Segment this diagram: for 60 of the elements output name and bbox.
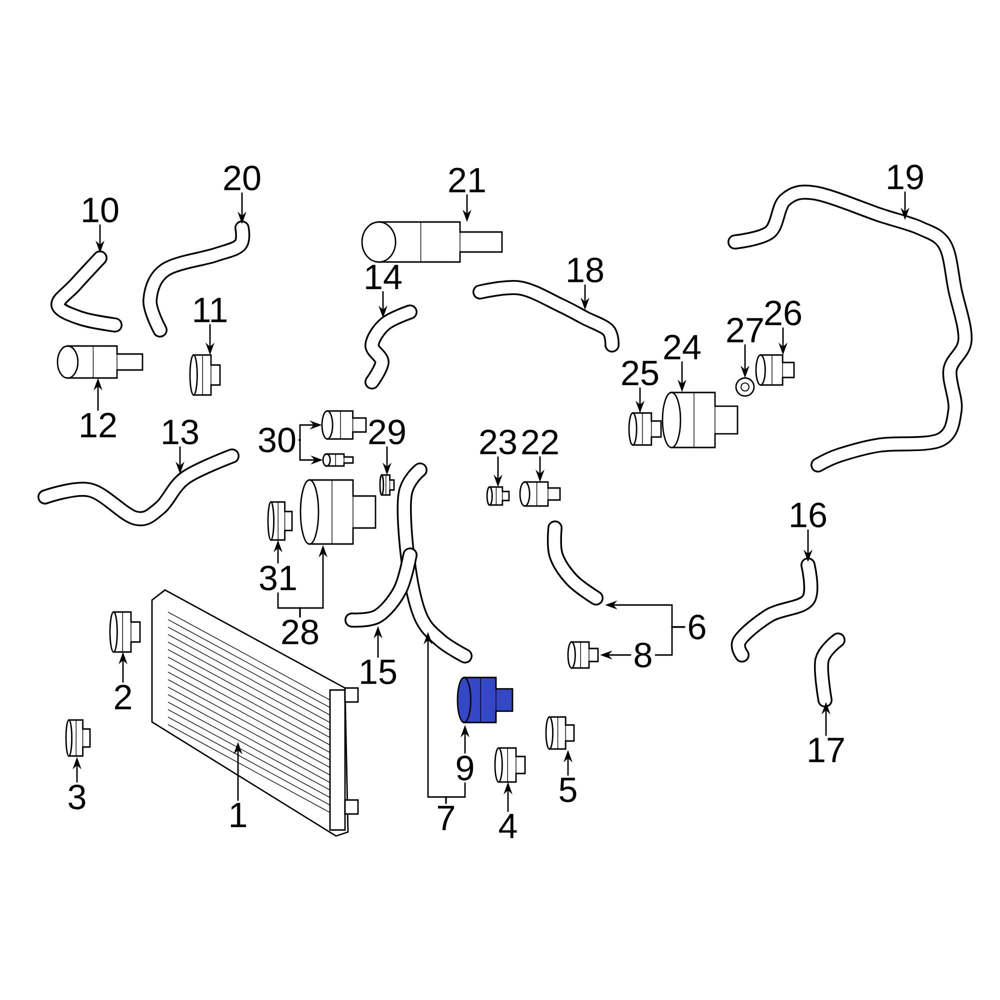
part-drawing [109, 611, 141, 653]
callout-number: 14 [366, 264, 402, 290]
part-drawing [567, 641, 599, 669]
callout-number: 15 [361, 660, 396, 684]
callout-number: 21 [449, 168, 485, 192]
hose-drawing [814, 632, 846, 708]
callout-number: 22 [522, 430, 558, 454]
part-drawing [267, 501, 293, 541]
part-drawing [545, 716, 575, 750]
part-drawing [300, 479, 376, 545]
part-drawing [321, 410, 367, 440]
callout-number: 28 [282, 620, 318, 644]
callout-number: 20 [224, 166, 260, 190]
part-drawing [456, 676, 514, 724]
radiator-drawing [151, 589, 359, 837]
callout-number: 29 [369, 420, 405, 444]
hose-drawing [142, 220, 250, 338]
part-drawing [486, 486, 510, 506]
leader-line [445, 782, 466, 804]
callout-number: 3 [68, 784, 86, 810]
callout-number: 10 [83, 198, 118, 222]
leader-line [277, 592, 301, 618]
callout-number: 5 [560, 778, 576, 802]
callout-number: 8 [634, 642, 652, 668]
callout-number: 2 [115, 684, 131, 710]
callout-number: 13 [163, 420, 198, 444]
hose-drawing [730, 558, 818, 662]
part-drawing [322, 453, 354, 467]
callout-number: 1 [230, 802, 246, 828]
hose-drawing [50, 250, 122, 332]
part-drawing [65, 719, 91, 757]
leader-line [654, 626, 686, 656]
callout-number: 18 [568, 258, 604, 282]
part-drawing [361, 221, 503, 263]
callout-number: 30 [258, 428, 296, 452]
part-drawing [56, 345, 144, 379]
callout-number: 9 [456, 756, 474, 780]
part-drawing [519, 481, 561, 507]
callout-number: 31 [260, 566, 296, 590]
hose-drawing [344, 548, 418, 628]
callout-number: 4 [499, 814, 517, 838]
callout-number: 24 [664, 334, 701, 360]
hose-drawing [364, 304, 418, 390]
part-drawing [628, 412, 662, 446]
callout-number: 23 [480, 430, 516, 454]
part-drawing [379, 474, 395, 496]
part-drawing [494, 747, 526, 783]
hose-drawing [396, 462, 472, 664]
hose-drawing [546, 520, 604, 606]
hose-drawing [38, 448, 240, 526]
callout-number: 17 [809, 738, 844, 762]
callout-number: 25 [622, 360, 658, 386]
part-drawing [755, 354, 795, 386]
callout-number: 6 [689, 614, 706, 640]
callout-number: 12 [81, 412, 116, 438]
callout-number: 7 [438, 806, 454, 830]
callout-number: 19 [888, 164, 923, 190]
part-drawing [189, 354, 221, 396]
callout-number: 16 [791, 502, 826, 528]
part-drawing [662, 392, 738, 448]
